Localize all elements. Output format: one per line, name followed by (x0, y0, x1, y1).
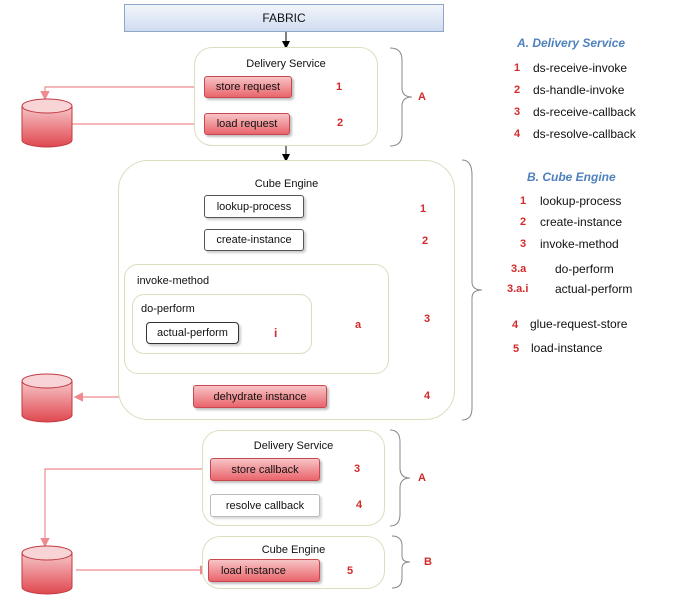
brace-a-top (389, 47, 413, 147)
store-callback-label: store callback (231, 463, 299, 476)
lookup-process-box[interactable]: lookup-process (204, 195, 304, 218)
legend-a-num: 2 (514, 84, 521, 96)
legend-b-num: 3.a.i (507, 283, 529, 295)
legend-a-num: 1 (514, 62, 521, 74)
legend-b-num: 3.a (511, 263, 527, 275)
step-number-cube-3: 3 (424, 313, 431, 325)
connector-store-callback-to-db (40, 468, 210, 548)
fabric-box: FABRIC (124, 4, 444, 32)
actual-perform-box[interactable]: actual-perform (146, 322, 239, 344)
cube-engine-title: Cube Engine (254, 178, 319, 190)
legend-a-label: ds-handle-invoke (533, 83, 625, 97)
legend-b-num: 5 (513, 343, 520, 355)
create-instance-label: create-instance (216, 234, 292, 246)
legend-a-label: ds-receive-invoke (533, 61, 628, 75)
step-number-ds-3: 3 (354, 463, 361, 475)
step-number-1: 1 (336, 81, 343, 93)
step-number-cube-2: 2 (422, 235, 429, 247)
legend-b-label: glue-request-store (530, 317, 628, 331)
step-number-i: i (274, 326, 278, 340)
legend-b-label: lookup-process (540, 194, 622, 208)
legend-b-label: create-instance (540, 215, 623, 229)
step-number-a: a (355, 319, 362, 331)
legend-b-label: invoke-method (540, 237, 619, 251)
brace-b-bottom (391, 535, 411, 589)
legend-b-label: do-perform (555, 262, 614, 276)
store-request-box[interactable]: store request (204, 76, 292, 98)
do-perform-title: do-perform (141, 303, 195, 315)
resolve-callback-label: resolve callback (225, 499, 305, 512)
step-number-2: 2 (337, 117, 344, 129)
database-icon-bottom (21, 545, 73, 595)
step-number-cube-4: 4 (424, 390, 431, 402)
load-instance-label: load instance (221, 564, 286, 577)
delivery-service-bottom-title: Delivery Service (253, 440, 334, 452)
legend-b-label: load-instance (531, 341, 603, 355)
step-number-ds-4: 4 (356, 499, 363, 511)
brace-a-bottom (389, 429, 411, 527)
create-instance-box[interactable]: create-instance (204, 229, 304, 251)
legend-b-title: B. Cube Engine (527, 170, 616, 184)
database-icon-top (21, 98, 73, 148)
legend-a-label: ds-resolve-callback (533, 127, 636, 141)
legend-b-num: 2 (520, 216, 527, 228)
step-number-5: 5 (347, 565, 354, 577)
legend-a-label: ds-receive-callback (533, 105, 636, 119)
load-request-label: load request (216, 118, 278, 130)
brace-label-a: A (418, 91, 426, 103)
delivery-service-title: Delivery Service (246, 58, 326, 70)
brace-cube-engine (461, 159, 483, 421)
store-callback-box[interactable]: store callback (210, 458, 320, 481)
database-icon-middle (21, 373, 73, 423)
legend-b-num: 3 (520, 238, 527, 250)
legend-a-title: A. Delivery Service (517, 36, 626, 50)
legend-a-num: 4 (514, 128, 521, 140)
resolve-callback-box[interactable]: resolve callback (210, 494, 320, 517)
actual-perform-label: actual-perform (157, 327, 228, 339)
store-request-label: store request (215, 81, 281, 93)
legend-a-num: 3 (514, 106, 521, 118)
legend-b-num: 1 (520, 195, 527, 207)
lookup-process-label: lookup-process (216, 200, 292, 213)
load-request-box[interactable]: load request (204, 113, 290, 135)
dehydrate-instance-box[interactable]: dehydrate instance (193, 385, 327, 408)
dehydrate-instance-label: dehydrate instance (213, 390, 307, 403)
load-instance-box[interactable]: load instance (208, 559, 320, 582)
step-number-cube-1: 1 (420, 203, 427, 215)
legend-b-num: 4 (512, 319, 519, 331)
fabric-label: FABRIC (262, 11, 306, 25)
brace-label-b: B (424, 556, 432, 568)
legend-b-label: actual-perform (555, 282, 633, 296)
brace-label-a-bottom: A (418, 472, 426, 484)
invoke-method-title: invoke-method (137, 275, 210, 287)
cube-engine-bottom-title: Cube Engine (261, 544, 326, 556)
connector-store-request-to-db (40, 86, 205, 101)
